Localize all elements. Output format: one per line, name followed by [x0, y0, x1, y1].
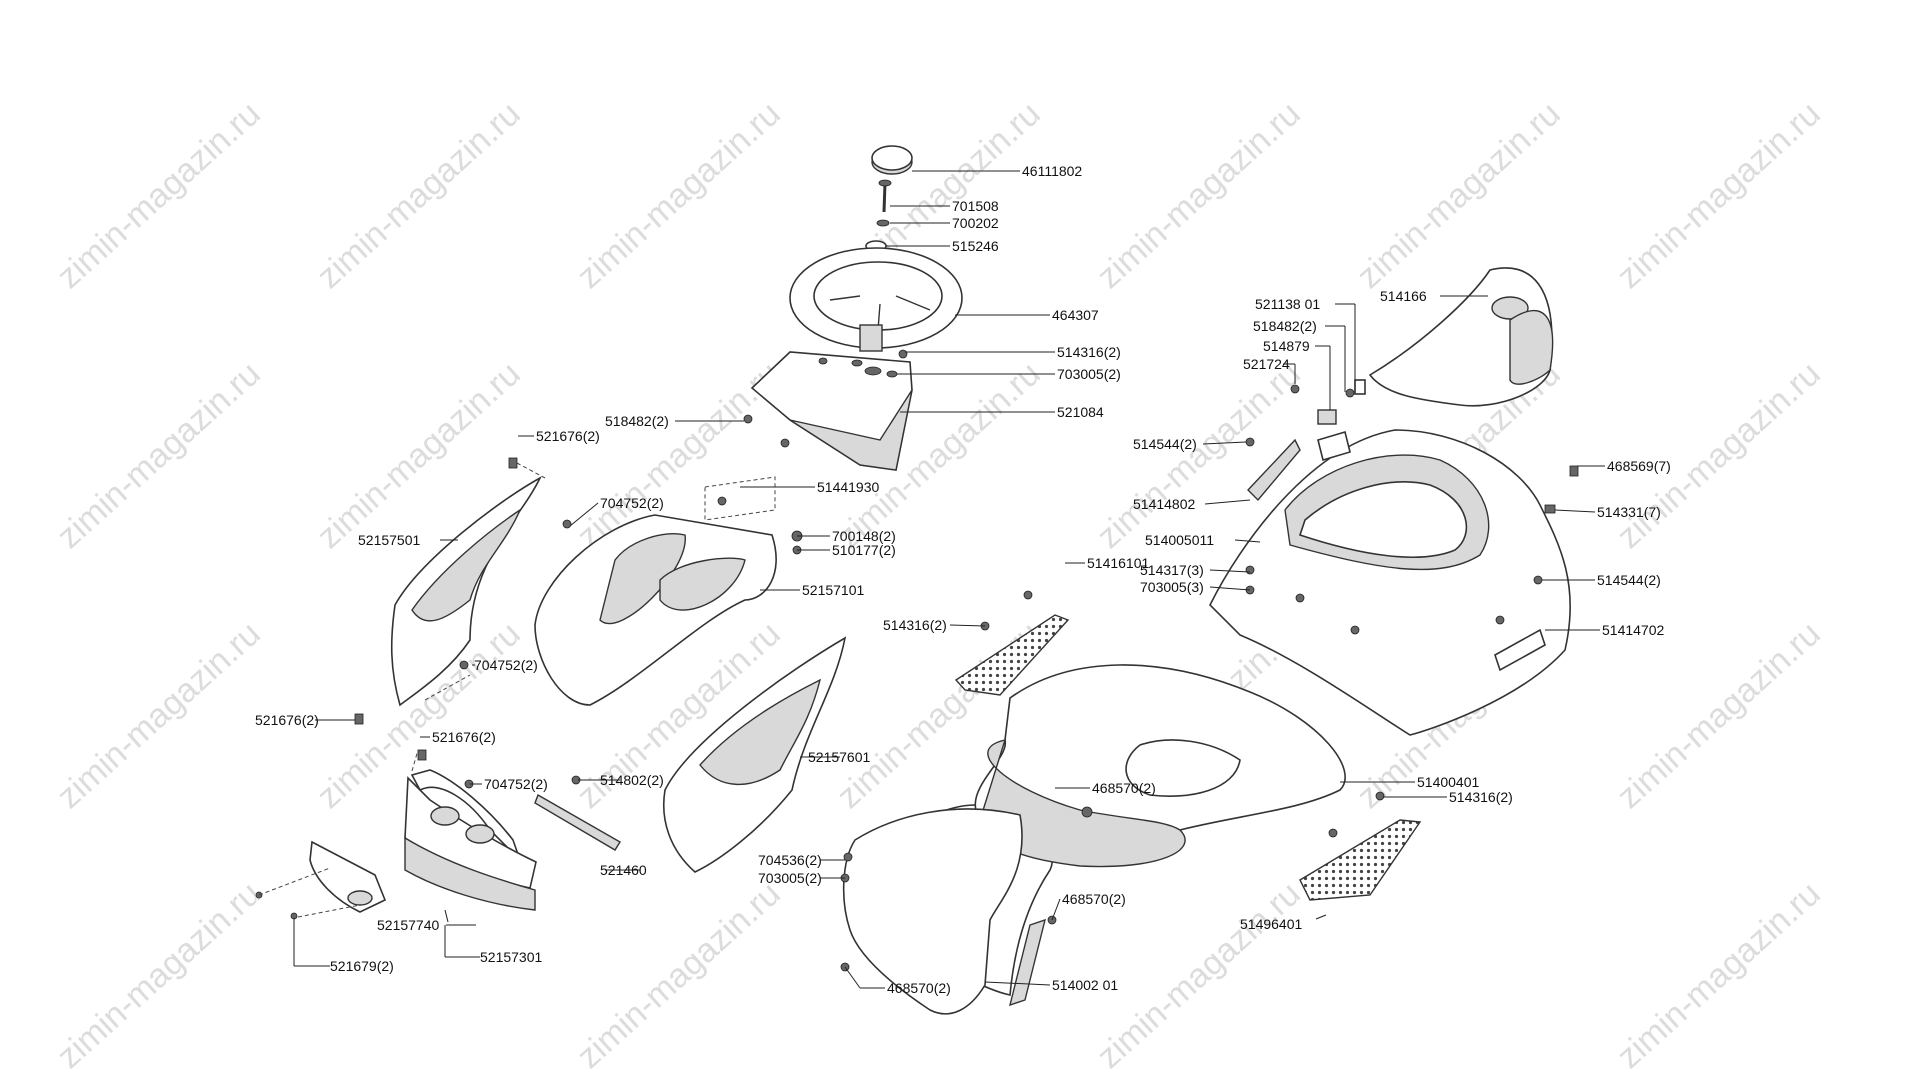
label-515246: 515246 [952, 238, 999, 254]
label-514802-a: 514802(2) [600, 772, 664, 788]
watermark-text: zimin-magazin.ru [1350, 94, 1568, 295]
label-52157740: 52157740 [377, 917, 440, 933]
label-468569: 468569(7) [1607, 458, 1671, 474]
label-700202: 700202 [952, 215, 999, 231]
label-514879: 514879 [1263, 338, 1310, 354]
label-518482-b: 518482(2) [1253, 318, 1317, 334]
label-514331: 514331(7) [1597, 504, 1661, 520]
watermark-text: zimin-magazin.ru [570, 874, 788, 1075]
side-rail-left [1247, 438, 1301, 502]
label-51414702: 51414702 [1602, 622, 1665, 638]
watermark-text: zimin-magazin.ru [1610, 874, 1828, 1075]
label-468570-c: 468570(2) [887, 980, 951, 996]
watermark-text: zimin-magazin.ru [570, 94, 788, 295]
left-side-panel [390, 476, 542, 707]
label-514316-c: 514316(2) [1449, 789, 1513, 805]
part-labels: 46111802 701508 700202 515246 464307 514… [255, 163, 1671, 996]
label-514166: 514166 [1380, 288, 1427, 304]
label-52157501: 52157501 [358, 532, 421, 548]
label-700148: 700148(2) [832, 528, 896, 544]
label-52157601: 52157601 [808, 749, 871, 765]
label-464307: 464307 [1052, 307, 1099, 323]
label-704752-a: 704752(2) [600, 495, 664, 511]
label-514316-b: 514316(2) [883, 617, 947, 633]
chassis-fasteners [840, 384, 1579, 972]
watermark-text: zimin-magazin.ru [1610, 94, 1828, 295]
label-514544-a: 514544(2) [1133, 436, 1197, 452]
label-52113801: 521138 01 [1255, 296, 1320, 312]
label-704752-c: 704752(2) [484, 776, 548, 792]
rear-body-shell [1209, 429, 1572, 736]
watermark-text: zimin-magazin.ru [1610, 614, 1828, 815]
label-514544-b: 514544(2) [1597, 572, 1661, 588]
label-51400401: 51400401 [1417, 774, 1480, 790]
watermark-text: zimin-magazin.ru [1610, 354, 1828, 555]
steering-cap [871, 145, 913, 175]
label-514317: 514317(3) [1140, 562, 1204, 578]
dashboard-console [750, 351, 913, 471]
seat [1368, 267, 1554, 407]
label-701508: 701508 [952, 198, 999, 214]
label-51416101: 51416101 [1087, 555, 1150, 571]
screw [743, 349, 908, 448]
watermark-text: zimin-magazin.ru [310, 94, 528, 295]
label-518482-a: 518482(2) [605, 413, 669, 429]
footrest-mat-left [954, 614, 1070, 696]
label-52157301: 52157301 [480, 949, 543, 965]
front-bumper [404, 836, 536, 911]
label-468570-a: 468570(2) [1092, 780, 1156, 796]
label-704536: 704536(2) [758, 852, 822, 868]
label-51400501: 514005011 [1145, 532, 1214, 548]
watermark-text: zimin-magazin.ru [50, 94, 268, 295]
label-521676-b: 521676(2) [255, 712, 319, 728]
label-703005-c: 703005(3) [1140, 579, 1204, 595]
watermark-text: zimin-magazin.ru [50, 614, 268, 815]
label-704752-b: 704752(2) [474, 657, 538, 673]
label-521676-c: 521676(2) [432, 729, 496, 745]
label-521460: 521460 [600, 862, 647, 878]
leader-lines [293, 170, 1605, 989]
label-51400201: 514002 01 [1052, 977, 1118, 993]
label-51441930: 51441930 [817, 479, 880, 495]
steering-bolt [878, 179, 892, 213]
headlight-lens [309, 840, 387, 913]
hood-fasteners [255, 457, 803, 920]
steering-washer [876, 219, 890, 227]
label-521679: 521679(2) [330, 958, 394, 974]
label-52157101: 52157101 [802, 582, 865, 598]
footrest-mat-right [1299, 819, 1422, 901]
hood-panel [534, 514, 777, 706]
side-rail-right [1494, 628, 1546, 672]
label-51496401: 51496401 [1240, 916, 1303, 932]
bracket-rod [534, 793, 621, 851]
label-510177: 510177(2) [832, 542, 896, 558]
watermark-text: zimin-magazin.ru [1090, 94, 1308, 295]
steering-wheel [789, 247, 963, 352]
label-51414802: 51414802 [1133, 496, 1196, 512]
label-521084: 521084 [1057, 404, 1104, 420]
seat-latch [1317, 379, 1366, 462]
dashed-guides [258, 462, 546, 918]
watermark-text: zimin-magazin.ru [50, 354, 268, 555]
label-703005-a: 703005(2) [1057, 366, 1121, 382]
floor-deck [974, 664, 1346, 868]
label-521676-a: 521676(2) [536, 428, 600, 444]
label-703005-b: 703005(2) [758, 870, 822, 886]
label-521724: 521724 [1243, 356, 1290, 372]
label-46111802: 46111802 [1022, 163, 1082, 179]
label-514316-a: 514316(2) [1057, 344, 1121, 360]
label-468570-b: 468570(2) [1062, 891, 1126, 907]
watermark-text: zimin-magazin.ru [50, 874, 268, 1075]
hood-grille-plate [704, 476, 776, 521]
